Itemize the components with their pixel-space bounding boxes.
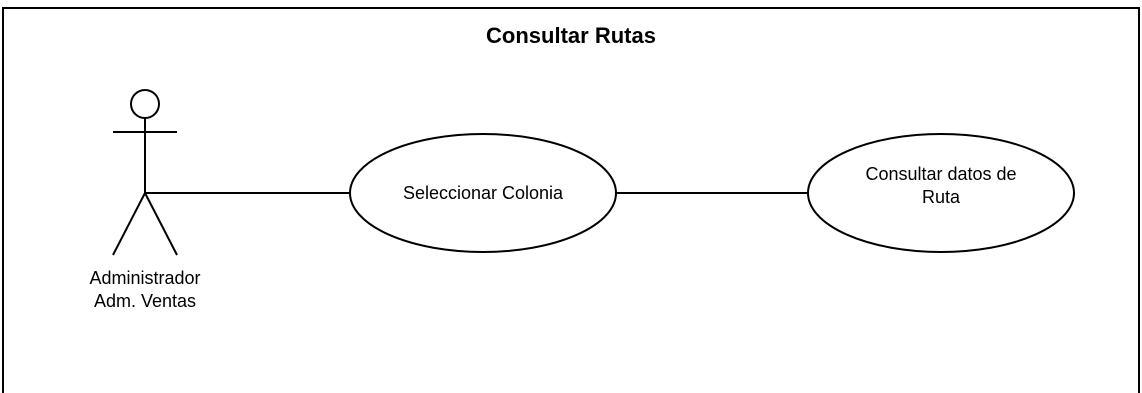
use-case-seleccionar-colonia-label: Seleccionar Colonia <box>350 182 616 205</box>
actor-right-leg <box>144 192 178 256</box>
use-case-consultar-datos-ruta <box>807 133 1075 253</box>
actor-label-line2: Adm. Ventas <box>93 290 197 311</box>
use-case-seleccionar-colonia <box>349 133 617 253</box>
use-case-label-line1: Seleccionar Colonia <box>402 183 564 203</box>
use-case-consultar-datos-ruta-label: Consultar datos de Ruta <box>808 163 1074 210</box>
actor-label: Administrador Adm. Ventas <box>40 267 250 312</box>
actor-label-line1: Administrador <box>89 268 201 288</box>
actor-figure <box>112 89 178 256</box>
actor-head <box>130 89 160 119</box>
actor-left-leg <box>112 192 146 256</box>
use-case-label-line1: Consultar datos de <box>865 164 1017 184</box>
diagram-frame <box>2 7 1140 393</box>
use-case-label-line2: Ruta <box>921 187 961 208</box>
diagram-title: Consultar Rutas <box>486 23 656 48</box>
